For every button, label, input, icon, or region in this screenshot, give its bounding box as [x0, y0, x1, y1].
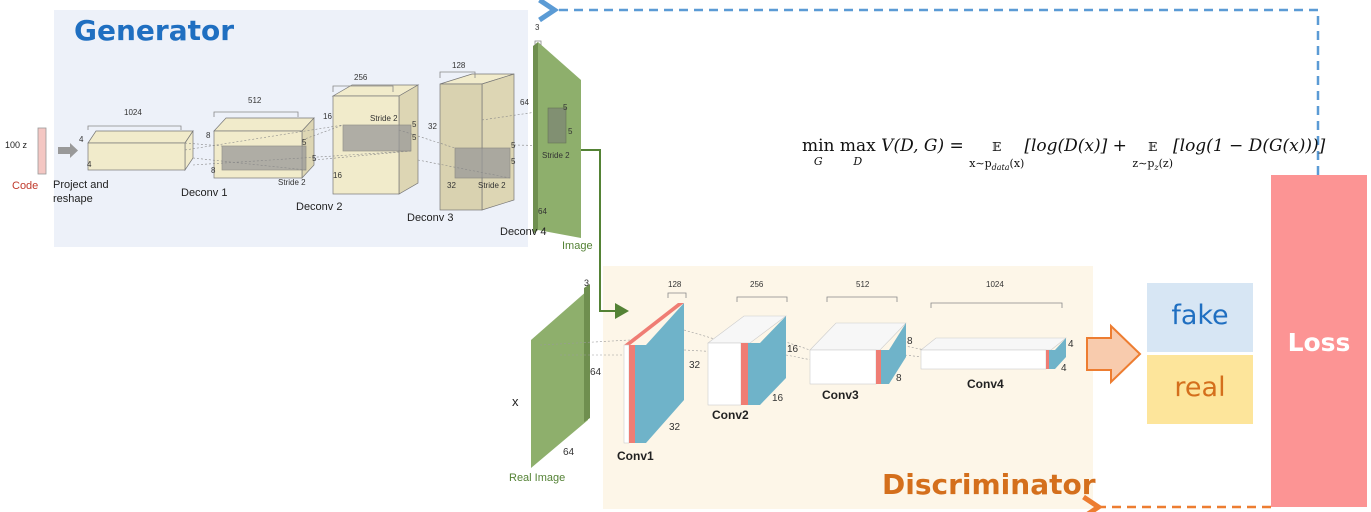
deconv3-k: 5	[412, 120, 417, 129]
formula-e1-sub: x∼p	[969, 157, 992, 170]
image-to-discriminator-arrow	[581, 149, 629, 319]
deconv3-size2: 16	[333, 171, 342, 180]
formula-e2-subsub: z	[1154, 163, 1159, 173]
conv4-size2: 4	[1061, 363, 1067, 374]
generated-image	[533, 42, 581, 238]
loss-to-generator-feedback	[538, 0, 1320, 175]
conv4-block	[920, 337, 1067, 370]
image-size: 64	[520, 98, 529, 107]
code-size-label: 100 z	[5, 140, 28, 150]
conv2-label: Conv2	[712, 408, 749, 422]
deconv2-depth: 512	[248, 96, 262, 105]
image-channels: 3	[535, 23, 540, 32]
conv4-label: Conv4	[967, 377, 1004, 391]
formula-expectation-2: 𝔼	[1148, 140, 1158, 154]
x-label: x	[512, 394, 519, 409]
conv3-block	[809, 322, 907, 385]
deconv2-k2: 5	[312, 154, 317, 163]
conv1-size2: 32	[669, 422, 681, 433]
conv2-block	[707, 315, 787, 406]
project-label-2: reshape	[53, 193, 93, 205]
deconv4-k2: 5	[511, 157, 516, 166]
real-image	[531, 284, 590, 468]
deconv2-size2: 8	[211, 166, 216, 175]
depth-braces	[87, 40, 1063, 308]
deconv4-size2: 32	[447, 181, 456, 190]
conv1-size: 32	[689, 360, 701, 371]
loss-box	[1271, 175, 1367, 507]
real-image-channels: 3	[584, 278, 590, 288]
project-arrow	[58, 143, 78, 158]
conv1-block	[623, 303, 684, 444]
deconv3-depth: 256	[354, 73, 368, 82]
code-label: Code	[12, 180, 39, 192]
deconv4-stride: Stride 2	[478, 181, 506, 190]
conv1-label: Conv1	[617, 449, 654, 463]
formula-e2-sub: z∼p	[1132, 157, 1155, 170]
conv1-depth: 128	[668, 280, 682, 289]
conv3-size: 8	[907, 336, 913, 347]
image-k2: 5	[568, 127, 573, 136]
generator-block-3	[331, 84, 420, 195]
real-label: real	[1174, 372, 1226, 403]
real-image-label: Real Image	[509, 472, 566, 484]
deconv4-k: 5	[511, 141, 516, 150]
formula-e1-tail: (x)	[1009, 157, 1025, 170]
conv3-depth: 512	[856, 280, 870, 289]
discriminator-title: Discriminator	[882, 468, 1096, 501]
deconv1-depth: 1024	[124, 108, 142, 117]
conv2-size: 16	[787, 344, 799, 355]
deconv4-label: Deconv 4	[500, 226, 547, 238]
deconv2-k: 5	[302, 138, 307, 147]
deconv3-size: 16	[323, 112, 332, 121]
formula-term-2: [log(1 − D(G(x)))]	[1173, 136, 1326, 156]
deconv1-size: 4	[79, 135, 84, 144]
formula-body: V(D, G) =	[881, 136, 970, 156]
deconv2-size: 8	[206, 131, 211, 140]
fake-output-box	[1147, 283, 1253, 352]
conv3-label: Conv3	[822, 388, 859, 402]
deconv4-depth: 128	[452, 61, 466, 70]
image-k: 5	[563, 103, 568, 112]
deconv3-label: Deconv 3	[407, 212, 454, 224]
conv4-depth: 1024	[986, 280, 1004, 289]
generator-block-4	[439, 73, 515, 211]
deconv4-size: 32	[428, 122, 437, 131]
formula-term-1: [log(D(x)] +	[1024, 136, 1133, 156]
gan-objective-formula: min G max D V(D, G) = 𝔼 x∼pdata(x) [log(…	[802, 136, 1325, 176]
generator-block-1	[87, 129, 194, 172]
deconv2-label: Deconv 2	[296, 201, 343, 213]
deconv1-size2: 4	[87, 160, 92, 169]
code-vector	[37, 127, 47, 175]
conv2-size2: 16	[772, 393, 784, 404]
loss-label: Loss	[1287, 328, 1351, 357]
generator-block-2	[213, 117, 315, 179]
deconv1-label: Deconv 1	[181, 187, 228, 199]
formula-expectation-1: 𝔼	[992, 140, 1002, 154]
formula-max-sub: D	[853, 155, 863, 168]
classification-arrow	[1086, 323, 1142, 385]
discriminator-panel	[603, 266, 1093, 509]
image-label: Image	[562, 240, 593, 252]
real-output-box	[1147, 355, 1253, 424]
image-stride: Stride 2	[542, 151, 570, 160]
formula-max: max	[839, 136, 876, 156]
formula-e1-subsub: data	[991, 163, 1010, 173]
real-image-size: 64	[590, 367, 602, 378]
project-label-1: Project and	[53, 179, 109, 191]
formula-e2-tail: (z)	[1158, 157, 1173, 170]
conv3-size2: 8	[896, 373, 902, 384]
generator-title: Generator	[74, 14, 235, 47]
formula-min: min	[802, 136, 835, 156]
formula-min-sub: G	[813, 155, 823, 168]
fake-label: fake	[1171, 300, 1229, 331]
real-image-size2: 64	[563, 447, 575, 458]
deconv3-stride: Stride 2	[370, 114, 398, 123]
deconv3-k2: 5	[412, 133, 417, 142]
conv2-depth: 256	[750, 280, 764, 289]
deconv2-stride: Stride 2	[278, 178, 306, 187]
image-size2: 64	[538, 207, 547, 216]
conv4-size: 4	[1068, 339, 1074, 350]
